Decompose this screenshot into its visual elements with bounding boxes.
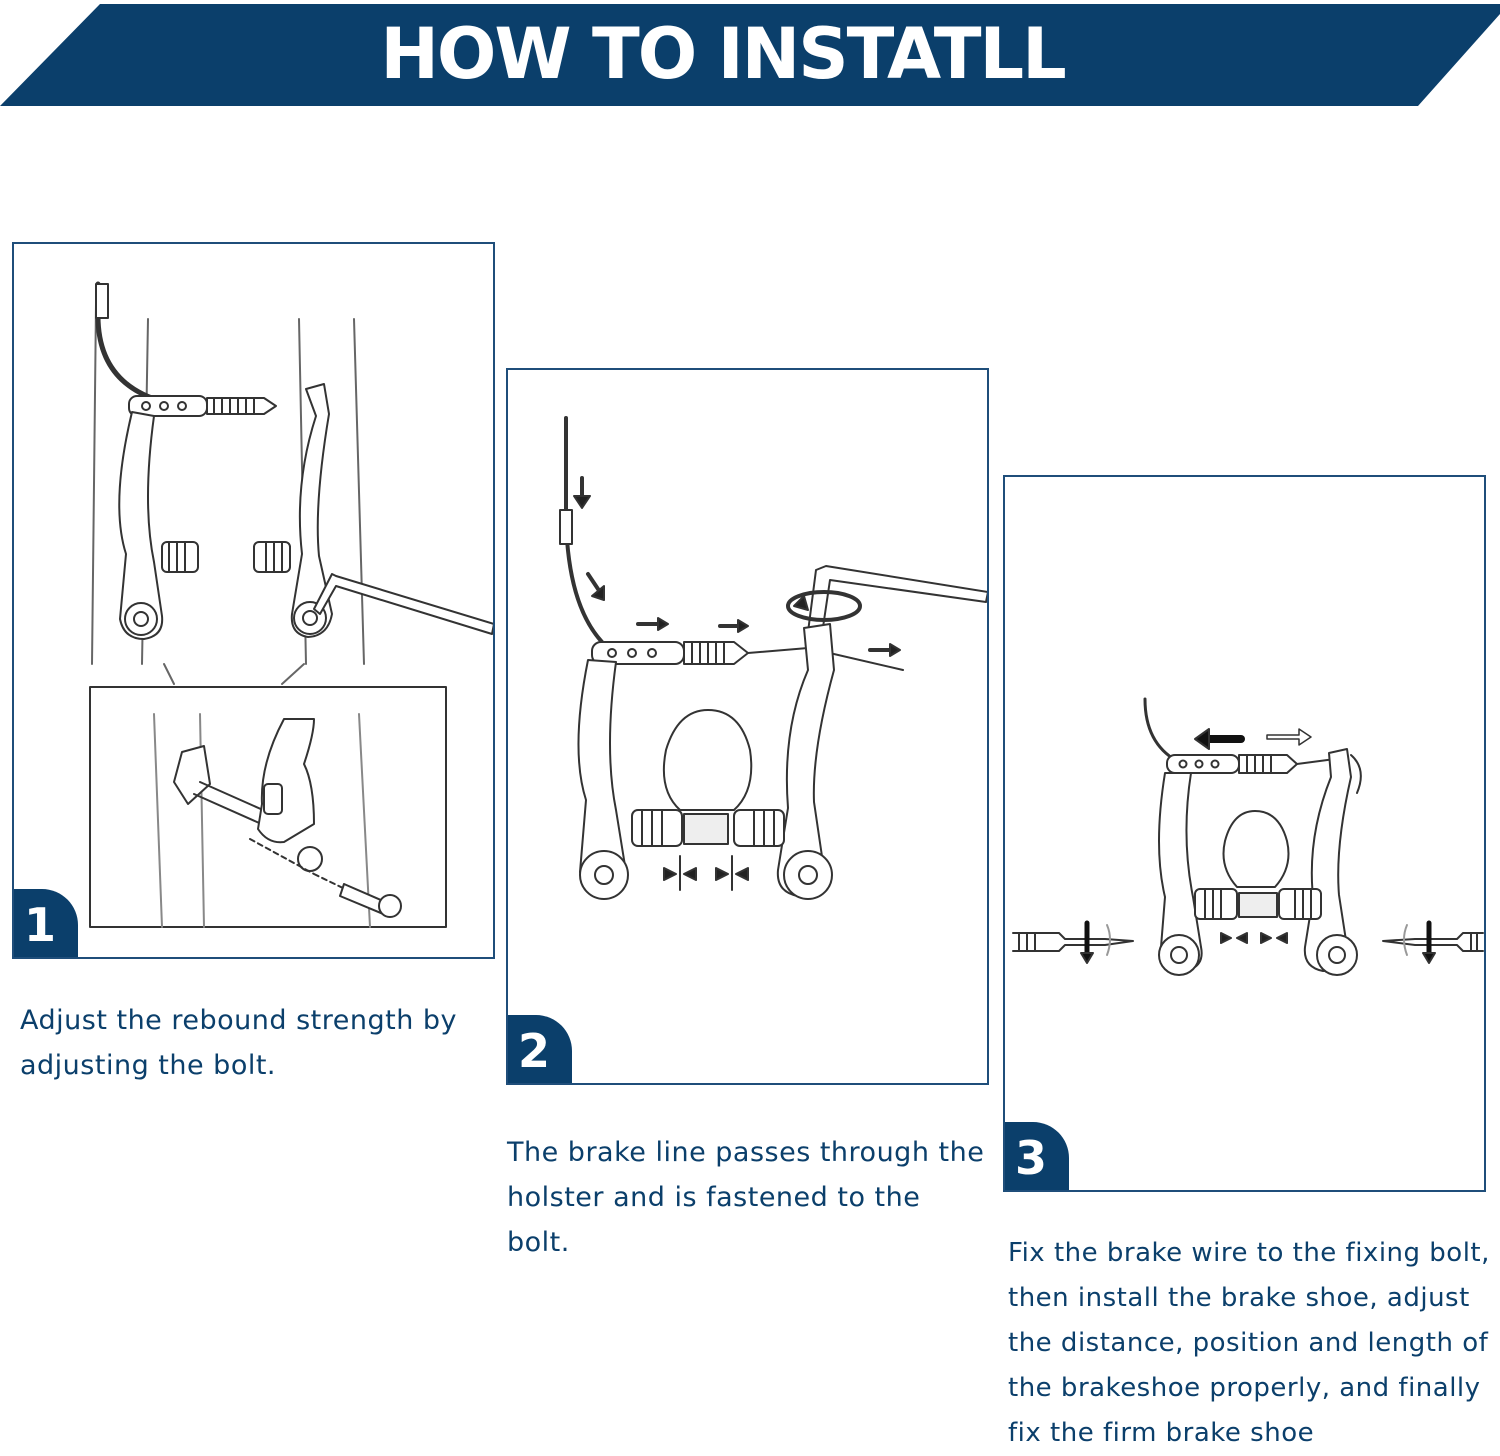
step-3-badge: 3 — [1005, 1122, 1069, 1190]
step-1-badge: 1 — [14, 889, 78, 957]
step-2-illustration — [559, 416, 987, 900]
step-2-badge: 2 — [508, 1015, 572, 1083]
step-1-panel: 1 — [12, 242, 495, 959]
step-3-panel: 3 — [1003, 475, 1486, 1192]
page-title: HOW TO INSTATLL — [380, 13, 1066, 95]
step-1-illustration — [89, 281, 493, 928]
step-1-caption: Adjust the rebound strength by adjusting… — [20, 1005, 458, 1081]
header-banner — [0, 4, 1500, 106]
step-2-panel: 2 — [506, 368, 989, 1085]
step-3-illustration — [1012, 697, 1484, 976]
step-2-caption: The brake line passes through the holste… — [507, 1137, 985, 1258]
step-3-caption: Fix the brake wire to the fixing bolt, t… — [1008, 1238, 1490, 1448]
